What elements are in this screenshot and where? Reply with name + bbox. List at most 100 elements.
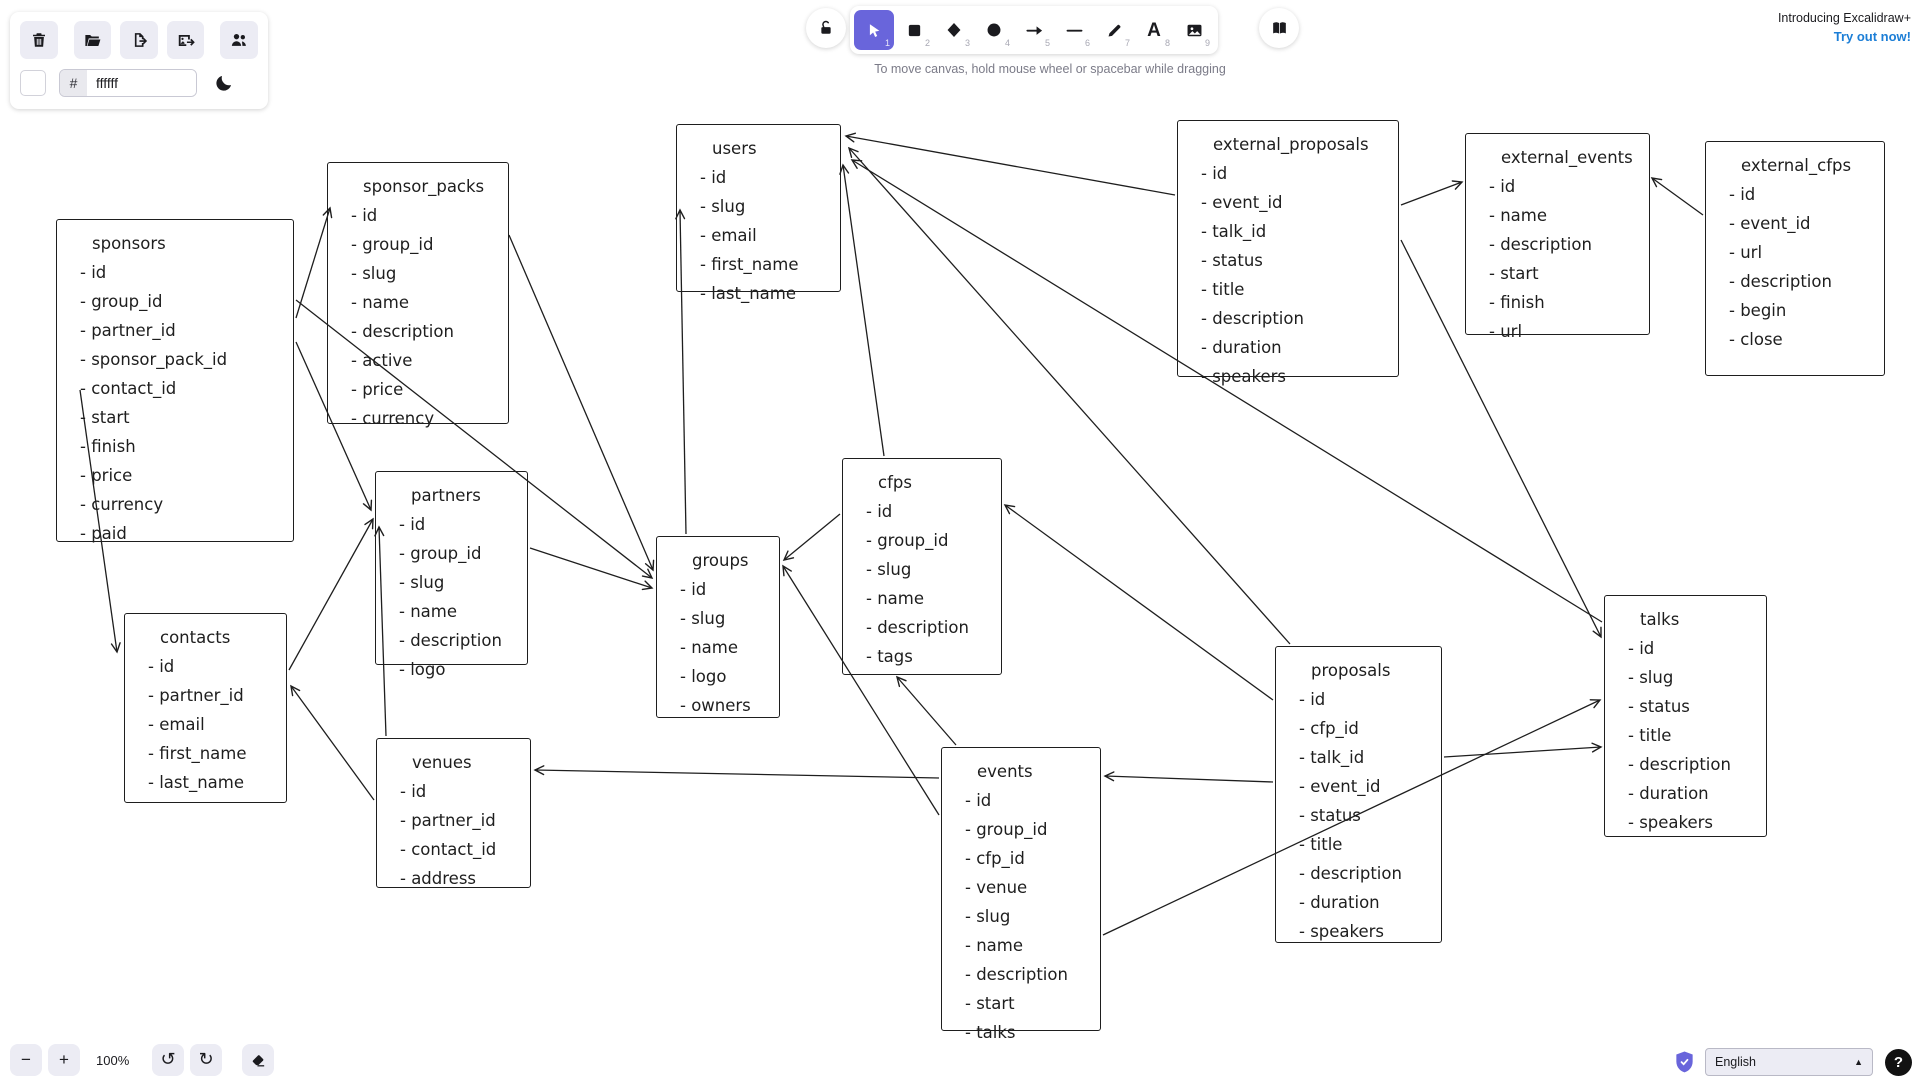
table-cfps[interactable]: cfps- id- group_id- slug- name- descript…	[842, 458, 1002, 675]
clear-canvas-button[interactable]	[20, 21, 58, 59]
table-groups[interactable]: groups- id- slug- name- logo- owners	[656, 536, 780, 718]
tool-selection[interactable]: 1	[854, 10, 894, 50]
redo-button[interactable]: ↻	[190, 1044, 222, 1076]
arrow-venues-to-contacts[interactable]	[290, 684, 375, 801]
arrow-cfps-to-users[interactable]	[839, 163, 885, 457]
table-field: - finish	[80, 437, 136, 456]
export-image-button[interactable]	[166, 21, 205, 59]
table-field: - group_id	[80, 292, 163, 311]
arrow-proposals-to-cfps[interactable]	[1003, 504, 1274, 701]
arrow-proposals-to-talks[interactable]	[1443, 742, 1603, 758]
tool-shortcut: 4	[1004, 38, 1010, 48]
table-title: groups	[692, 551, 749, 570]
table-field: - title	[1201, 280, 1245, 299]
table-field: - email	[148, 715, 205, 734]
table-field: - url	[1489, 322, 1523, 341]
arrow-external_proposals-to-external_events[interactable]	[1400, 180, 1464, 206]
arrow-sponsors-to-partners[interactable]	[295, 341, 373, 512]
caret-up-icon: ▲	[1854, 1057, 1863, 1067]
table-field: - title	[1299, 835, 1343, 854]
arrow-events-to-groups[interactable]	[782, 564, 940, 816]
undo-button[interactable]: ↺	[152, 1044, 184, 1076]
encryption-shield-icon[interactable]	[1673, 1050, 1696, 1075]
table-field: - event_id	[1201, 193, 1283, 212]
live-collaboration-button[interactable]	[220, 21, 258, 59]
table-partners[interactable]: partners- id- group_id- slug- name- desc…	[375, 471, 528, 679]
table-events[interactable]: events- id- group_id- cfp_id- venue- slu…	[941, 747, 1101, 1042]
arrow-proposals-to-events[interactable]	[1103, 771, 1274, 783]
table-external_cfps[interactable]: external_cfps- id- event_id- url- descri…	[1705, 141, 1885, 376]
table-field: - duration	[1628, 784, 1709, 803]
table-field: - id	[1201, 164, 1228, 183]
table-venues[interactable]: venues- id- partner_id- contact_id- addr…	[376, 738, 531, 888]
canvas-background-swatch[interactable]	[20, 70, 46, 96]
open-folder-icon	[83, 31, 102, 50]
table-sponsor_packs[interactable]: sponsor_packs- id- group_id- slug- name-…	[327, 162, 509, 428]
arrow-proposals-to-users[interactable]	[847, 146, 1291, 645]
language-select[interactable]: English ▲	[1705, 1048, 1873, 1076]
library-button[interactable]	[1259, 8, 1299, 48]
arrow-contacts-to-partners[interactable]	[288, 517, 374, 671]
table-field: - first_name	[700, 255, 799, 274]
tool-ellipse[interactable]: 4	[974, 10, 1014, 50]
arrow-sponsors-to-sponsor_packs[interactable]	[295, 206, 333, 319]
zoom-in-button[interactable]: +	[48, 1044, 80, 1076]
main-menu-island: #	[10, 12, 268, 109]
tool-diamond[interactable]: 3	[934, 10, 974, 50]
tool-arrow[interactable]: 5	[1014, 10, 1054, 50]
table-field: - talks	[965, 1023, 1016, 1042]
export-file-button[interactable]	[120, 21, 158, 59]
tool-shortcut: 9	[1204, 38, 1210, 48]
arrow-external_proposals-to-users[interactable]	[844, 132, 1176, 196]
zoom-out-button[interactable]: −	[10, 1044, 42, 1076]
try-out-now-link[interactable]: Try out now!	[1833, 28, 1911, 44]
table-external_proposals[interactable]: external_proposals- id- event_id- talk_i…	[1177, 120, 1399, 386]
table-field: - name	[1489, 206, 1547, 225]
eraser-button[interactable]	[242, 1044, 274, 1076]
arrow-groups-to-users[interactable]	[675, 208, 687, 535]
arrow-sponsors-to-contacts[interactable]	[79, 389, 121, 654]
arrow-sponsors-to-groups[interactable]	[295, 299, 654, 579]
moon-icon[interactable]	[214, 73, 234, 93]
arrow-talks-to-users[interactable]	[850, 159, 1603, 623]
table-field: - partner_id	[148, 686, 244, 705]
main-menu-buttons	[20, 21, 258, 59]
arrow-partners-to-groups[interactable]	[529, 547, 654, 591]
table-users[interactable]: users- id- slug- email- first_name- last…	[676, 124, 841, 303]
arrow-events-to-venues[interactable]	[533, 765, 940, 779]
table-proposals[interactable]: proposals- id- cfp_id- talk_id- event_id…	[1275, 646, 1442, 943]
arrow-events-to-talks[interactable]	[1102, 699, 1602, 936]
table-contacts[interactable]: contacts- id- partner_id- email- first_n…	[124, 613, 287, 803]
tool-draw[interactable]: 7	[1094, 10, 1134, 50]
tool-shortcut: 6	[1084, 38, 1090, 48]
table-external_events[interactable]: external_events- id- name- description- …	[1465, 133, 1650, 341]
load-scene-button[interactable]	[73, 21, 112, 59]
arrow-cfps-to-groups[interactable]	[782, 513, 841, 561]
tool-image[interactable]: 9	[1174, 10, 1214, 50]
table-title: sponsors	[92, 234, 166, 253]
table-field: - last_name	[700, 284, 797, 303]
export-image-icon	[176, 31, 195, 50]
table-title: external_proposals	[1213, 135, 1369, 154]
arrow-external_cfps-to-external_events[interactable]	[1650, 177, 1704, 216]
table-sponsors[interactable]: sponsors- id- group_id- partner_id- spon…	[56, 219, 294, 543]
arrow-venues-to-partners[interactable]	[374, 525, 387, 737]
table-field: - speakers	[1299, 922, 1385, 941]
arrow-external_proposals-to-talks[interactable]	[1400, 239, 1602, 639]
table-field: - email	[700, 226, 757, 245]
tool-rectangle[interactable]: 2	[894, 10, 934, 50]
tool-line[interactable]: 6	[1054, 10, 1094, 50]
table-talks[interactable]: talks- id- slug- status- title- descript…	[1604, 595, 1767, 837]
table-field: - slug	[965, 907, 1011, 926]
table-field: - name	[965, 936, 1023, 955]
table-field: - owners	[680, 696, 751, 715]
arrow-sponsor_packs-to-groups[interactable]	[508, 234, 655, 572]
table-field: - id	[680, 580, 707, 599]
background-hex-input[interactable]	[87, 70, 196, 96]
help-button[interactable]: ?	[1885, 1048, 1912, 1076]
arrow-events-to-cfps[interactable]	[895, 675, 957, 746]
lock-button[interactable]	[806, 8, 846, 48]
